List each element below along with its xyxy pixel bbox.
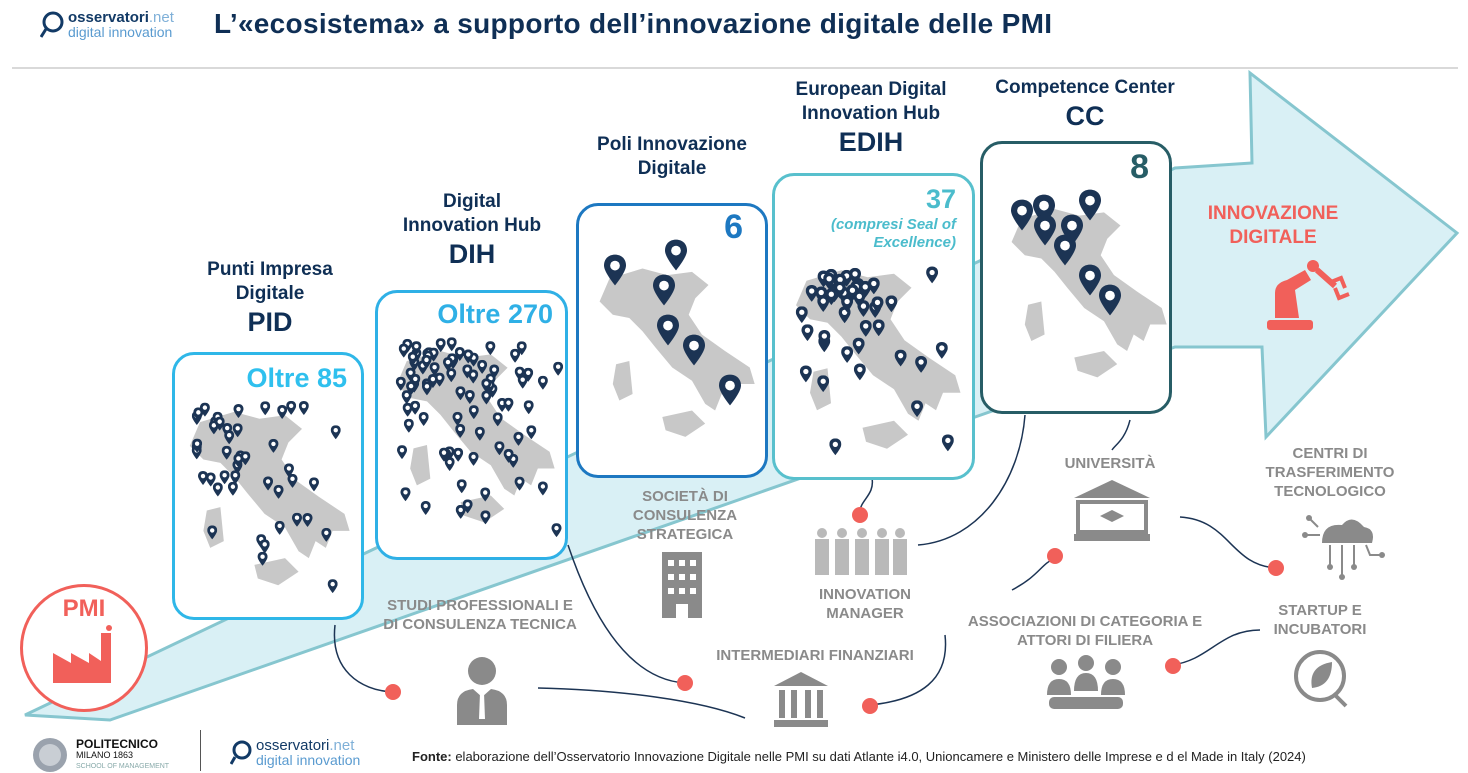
connector-dot xyxy=(1268,560,1284,576)
polimi-year: MILANO 1863 xyxy=(76,749,134,760)
stage-box-poli: 6 xyxy=(576,203,768,478)
polimi-school: SCHOOL OF MANAGEMENT xyxy=(76,762,170,770)
factory-icon xyxy=(53,625,112,683)
label-societa: SOCIETÀ DI CONSULENZA STRATEGICA xyxy=(632,488,738,543)
arrow-label: INNOVAZIONE DIGITALE xyxy=(1205,202,1341,250)
meeting-group-icon xyxy=(1047,655,1125,709)
label-manager: INNOVATION MANAGER xyxy=(819,586,911,622)
consultant-icon xyxy=(457,657,507,725)
arrow-label-line1: INNOVAZIONE xyxy=(1207,203,1339,224)
eco-plug-icon xyxy=(1294,650,1348,708)
logo-net: .net xyxy=(148,9,174,26)
connector-dot xyxy=(862,698,878,714)
italy-map xyxy=(796,270,961,449)
label-startup: STARTUP E INCUBATORI xyxy=(1273,602,1367,638)
polimi-logo: POLITECNICO MILANO 1863 SCHOOL OF MANAGE… xyxy=(32,737,169,773)
label-universita: UNIVERSITÀ xyxy=(1064,455,1156,472)
connector-dot xyxy=(1165,658,1181,674)
stage-note: (compresi Seal of Excellence) xyxy=(830,216,956,251)
page-title: L’«ecosistema» a supporto dell’innovazio… xyxy=(214,8,1053,39)
italy-map xyxy=(396,350,555,523)
italy-map xyxy=(189,411,350,586)
header-divider xyxy=(12,67,1458,69)
cloud-network-icon xyxy=(1302,515,1385,580)
italy-map xyxy=(599,268,755,437)
source-note: Fonte: elaborazione dell’Osservatorio In… xyxy=(412,749,1306,764)
polimi-name: POLITECNICO xyxy=(76,736,159,751)
stage-count: 8 xyxy=(1130,148,1149,186)
arrow-label-line2: DIGITALE xyxy=(1229,227,1317,248)
office-building-icon xyxy=(662,552,702,618)
stage-box-cc: 8 xyxy=(980,141,1172,414)
label-centri: CENTRI DI TRASFERIMENTO TECNOLOGICO xyxy=(1265,445,1395,500)
footer-divider xyxy=(200,730,201,771)
robot-arm-icon xyxy=(1267,260,1350,330)
logo-subtitle: digital innovation xyxy=(68,24,173,40)
label-associazioni: ASSOCIAZIONI DI CATEGORIA E ATTORI DI FI… xyxy=(967,613,1203,649)
polimi-seal-icon xyxy=(33,738,67,772)
university-icon xyxy=(1074,480,1150,541)
magnifier-logo-icon xyxy=(230,740,252,765)
stage-box-pid: Oltre 85 xyxy=(172,352,364,620)
label-studi: STUDI PROFESSIONALI E DI CONSULENZA TECN… xyxy=(383,597,577,633)
stage-count: 6 xyxy=(724,208,743,246)
osservatori-logo: osservatori.net digital innovation xyxy=(40,9,174,40)
pmi-circle: PMI xyxy=(20,584,148,712)
connector-lines xyxy=(333,414,1277,719)
logo-text: osservatori xyxy=(68,9,149,26)
pmi-label: PMI xyxy=(62,595,106,622)
stage-box-dih: Oltre 270 xyxy=(375,290,568,560)
stage-count: Oltre 85 xyxy=(246,363,347,393)
italy-map xyxy=(1011,209,1167,378)
stage-count: 37 xyxy=(925,184,956,214)
connector-dot xyxy=(385,684,401,700)
connector-dot xyxy=(677,675,693,691)
stage-count: Oltre 270 xyxy=(437,299,553,329)
stage-box-edih: 37 (compresi Seal of Excellence) xyxy=(772,173,975,480)
label-intermediari: INTERMEDIARI FINANZIARI xyxy=(716,647,914,664)
connector-dot xyxy=(852,507,868,523)
bank-icon xyxy=(774,672,828,727)
connector-dot xyxy=(1047,548,1063,564)
managers-group-icon xyxy=(815,528,907,575)
magnifier-logo-icon xyxy=(40,11,64,38)
